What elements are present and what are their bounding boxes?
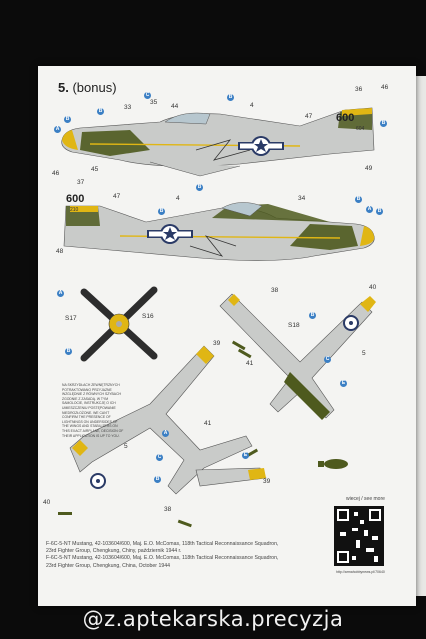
part-33: 33 (124, 104, 132, 111)
prop-label-s17: S17 (65, 315, 77, 322)
part-5-top: 5 (362, 350, 366, 357)
qr-label: wiecej / see more (346, 496, 385, 502)
callout-b-bottom-1: B (158, 208, 165, 215)
part-49: 49 (365, 165, 373, 172)
part-39-under: 39 (263, 478, 271, 485)
caption-line-3: F-6C-5-NT Mustang, 42-103604/600, Maj. E… (46, 555, 279, 562)
part-5-under: 5 (124, 443, 128, 450)
callout-e-topview: E (340, 380, 347, 387)
part-38-top: 38 (271, 287, 279, 294)
part-34: 34 (298, 195, 306, 202)
part-37: 37 (77, 179, 85, 186)
callout-b-top-2: B (97, 108, 104, 115)
part-36: 36 (355, 86, 363, 93)
tail-serial-bottom: 210 (70, 207, 79, 213)
part-35: 35 (150, 99, 158, 106)
part-40-top: 40 (369, 284, 377, 291)
watermark: @z.aptekarska.precyzja (82, 607, 344, 631)
prop-label-s16: S16 (142, 313, 154, 320)
callout-b-top-1: B (64, 116, 71, 123)
underside-note: Na skrzydłach zewnętrznych potraktowano … (62, 383, 124, 438)
qr-url: http://armahobbynews.pl/70640 (336, 570, 385, 574)
callout-e-under: E (242, 452, 249, 459)
decal-s18: S18 (288, 322, 300, 329)
qr-code (334, 506, 384, 566)
drop-tank (318, 459, 348, 469)
title-bonus: (bonus) (72, 80, 117, 95)
callout-c-under: C (156, 454, 163, 461)
callout-a-bottom: A (366, 206, 373, 213)
part-38-under: 38 (164, 506, 172, 513)
part-45: 45 (91, 166, 99, 173)
tail-code-bottom: 600 (66, 193, 85, 205)
part-4-top: 4 (250, 102, 254, 109)
propeller-view (80, 286, 158, 362)
part-46-top: 46 (381, 84, 389, 91)
callout-b-topview: B (309, 312, 316, 319)
part-46-bottom: 46 (52, 170, 60, 177)
callout-a-under: A (162, 430, 169, 437)
sheet-title: 5. (bonus) (58, 80, 117, 95)
top-side-profile (61, 107, 375, 177)
caption-line-4: 23rd Fighter Group, Chengkung, China, Oc… (46, 562, 170, 569)
callout-b-top-3: B (227, 94, 234, 101)
part-47-bottom: 47 (113, 193, 121, 200)
callout-b-bottom-4: B (376, 208, 383, 215)
callout-c-topview: C (324, 356, 331, 363)
callout-b-bottom-3: B (355, 196, 362, 203)
bottom-side-profile (63, 202, 375, 261)
callout-b-under: B (154, 476, 161, 483)
callout-c-top: C (144, 92, 151, 99)
top-view-plane (219, 293, 376, 420)
part-47-top: 47 (305, 113, 313, 120)
part-39-top: 39 (213, 340, 221, 347)
caption-line-2: 23rd Fighter Group, Chengkung, Chiny, pa… (46, 548, 182, 555)
part-41-under: 41 (204, 420, 212, 427)
callout-b-prop: B (65, 348, 72, 355)
tail-serial-top: 604 (356, 126, 365, 132)
tail-code-top: 600 (336, 112, 355, 124)
callout-a-top: A (54, 126, 61, 133)
part-41-top: 41 (246, 360, 254, 367)
callout-b-bottom-2: B (196, 184, 203, 191)
part-40-under: 40 (43, 499, 51, 506)
part-48: 48 (56, 248, 64, 255)
underside-view-plane (69, 345, 267, 495)
part-44: 44 (171, 103, 179, 110)
caption-line-1: F-6C-5-NT Mustang, 42-103604/600, Maj. E… (46, 541, 279, 547)
callout-a-prop: A (57, 290, 64, 297)
title-number: 5. (58, 80, 69, 95)
callout-b-top-4: B (380, 120, 387, 127)
aircraft-caption: F-6C-5-NT Mustang, 42-103604/600, Maj. E… (46, 541, 386, 570)
part-4-bottom: 4 (176, 195, 180, 202)
